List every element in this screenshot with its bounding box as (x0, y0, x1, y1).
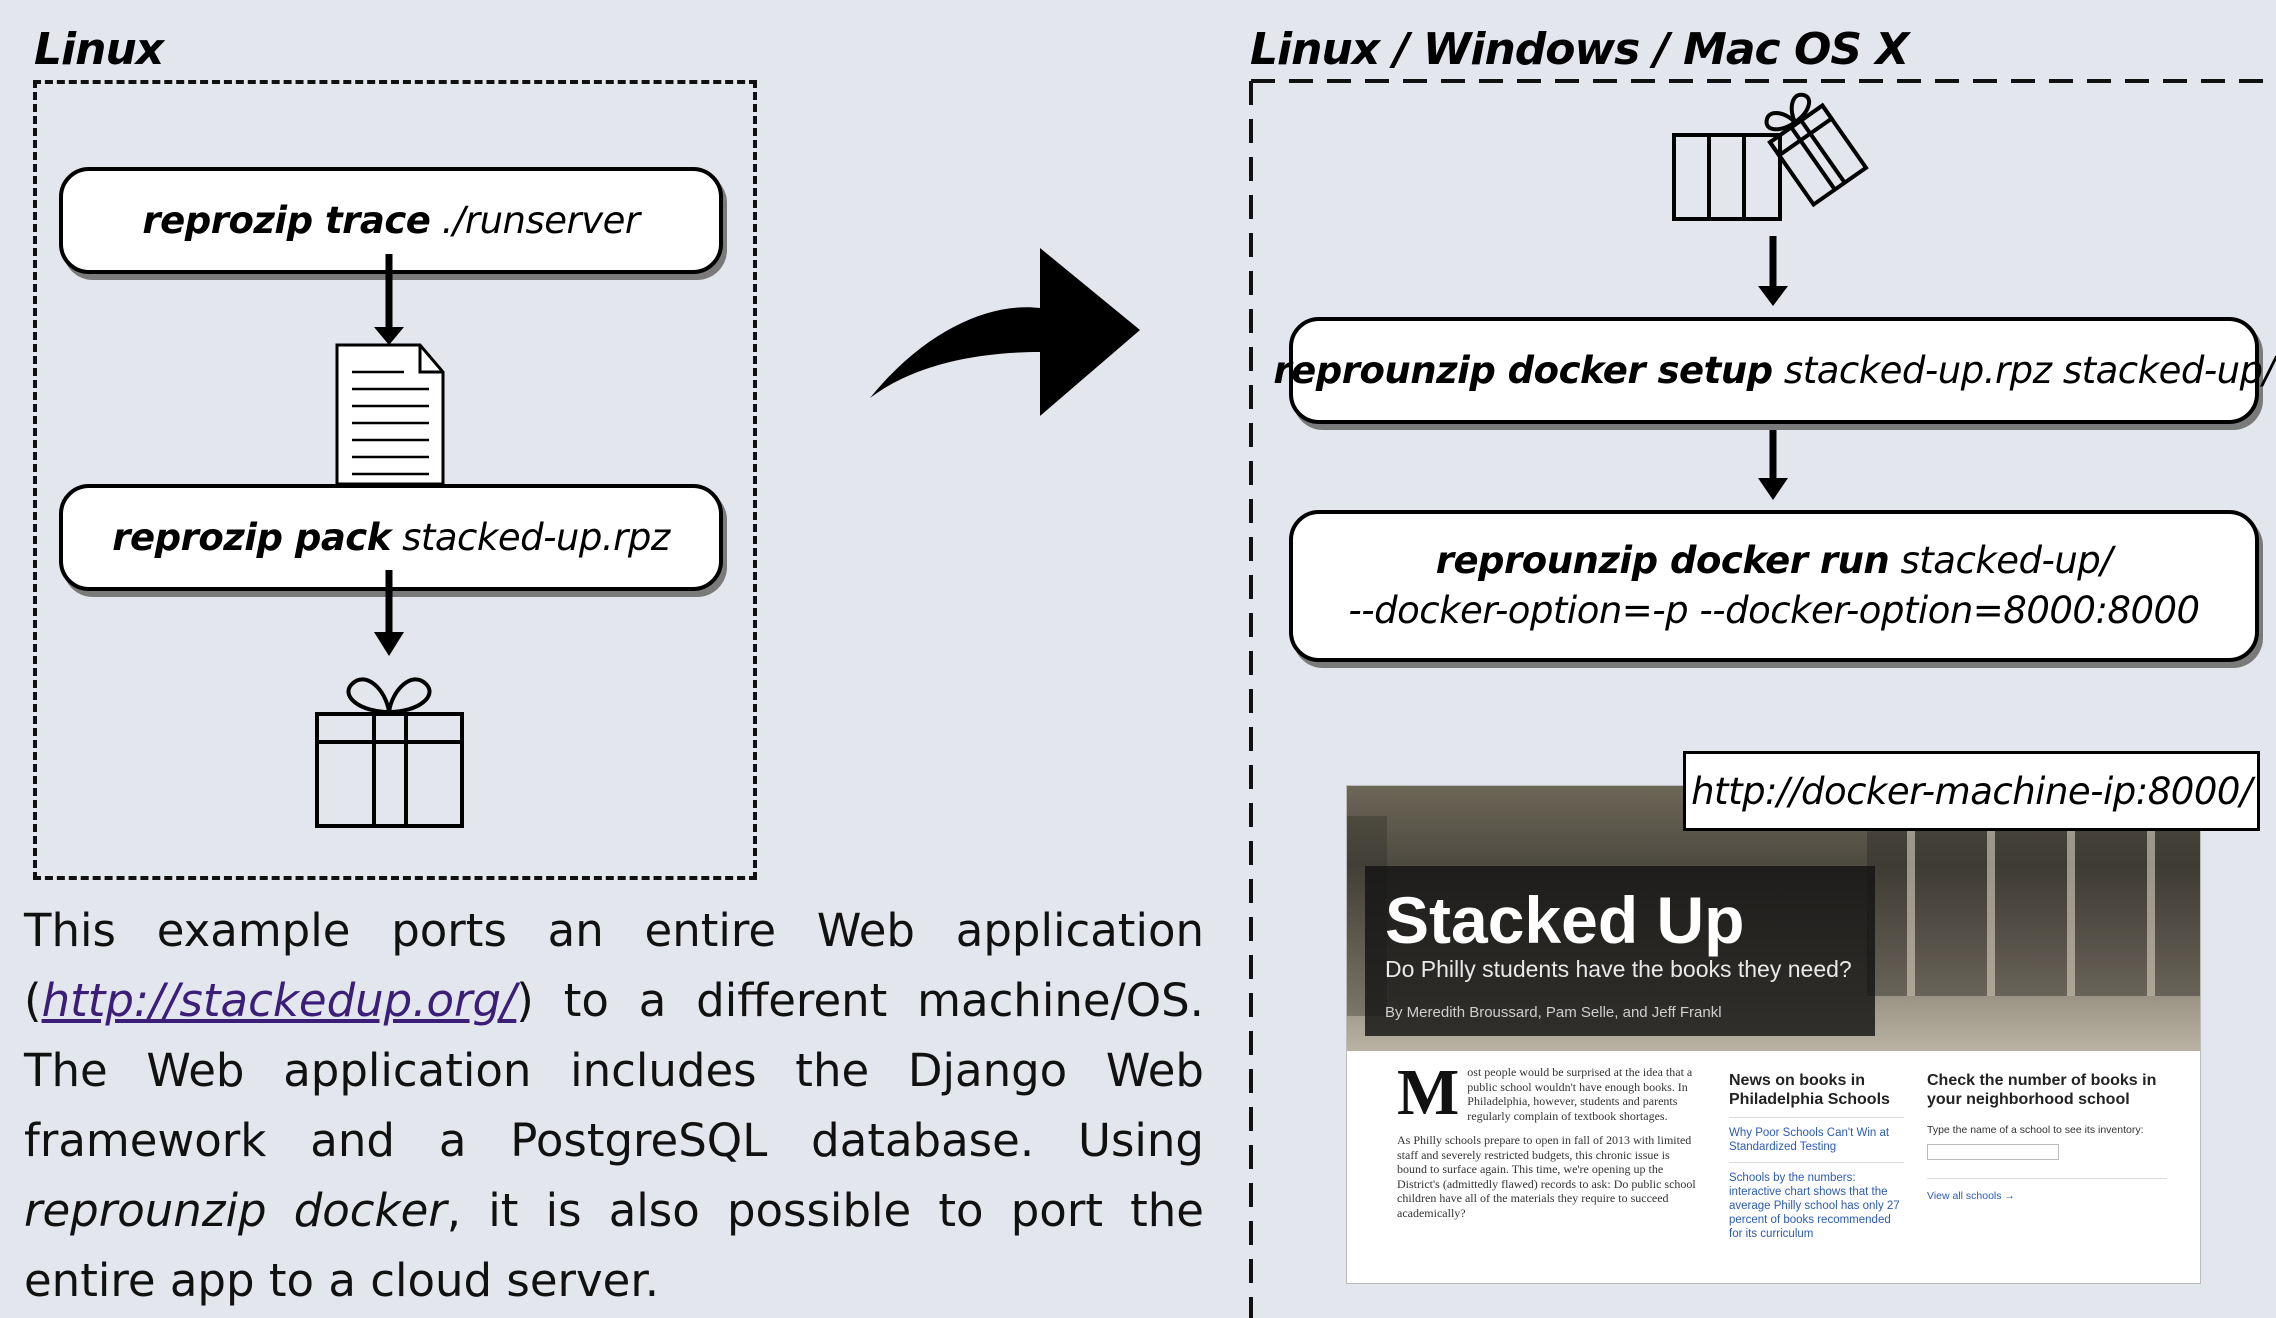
package-icon (1672, 92, 1869, 221)
gift-icon (315, 677, 464, 828)
news-link-1[interactable]: Why Poor Schools Can't Win at Standardiz… (1729, 1127, 1890, 1153)
check-column: Check the number of books in your neighb… (1927, 1071, 2167, 1203)
arrow-trace-to-file (374, 254, 404, 345)
stackedup-link[interactable]: http://stackedup.org/ (41, 974, 517, 1027)
trace-command-text: reprozip trace ./runserver (142, 198, 640, 242)
left-panel-title: Linux (34, 24, 164, 75)
check-label: Type the name of a school to see its inv… (1927, 1124, 2144, 1136)
article-dropcap: M (1397, 1056, 1460, 1129)
document-icon (335, 343, 445, 486)
pack-command-text: reprozip pack stacked-up.rpz (112, 515, 670, 559)
check-heading: Check the number of books in your neighb… (1927, 1072, 2157, 1108)
run-command-box: reprounzip docker run stacked-up/ --dock… (1289, 510, 2259, 662)
article-column: M ost people would be surprised at the i… (1397, 1056, 1697, 1220)
url-callout: http://docker-machine-ip:8000/ (1683, 751, 2260, 831)
arrow-pack-to-gift (374, 570, 404, 656)
right-panel-title: Linux / Windows / Mac OS X (1250, 24, 1909, 75)
right-panel-border (1249, 79, 2276, 1318)
view-all-schools-link[interactable]: View all schools → (1927, 1189, 2015, 1202)
hero-overlay (1365, 866, 1875, 1036)
site-subtitle: Do Philly students have the books they n… (1385, 956, 1852, 982)
news-column: News on books in Philadelphia Schools Wh… (1729, 1071, 1904, 1241)
arrow-package-to-setup (1758, 236, 1788, 306)
website-screenshot: Stacked Up Do Philly students have the b… (1347, 786, 2200, 1283)
setup-command-box: reprounzip docker setup stacked-up.rpz s… (1273, 317, 2275, 424)
reprounzip-docker-emphasis: reprounzip docker (24, 1184, 447, 1237)
news-heading: News on books in Philadelphia Schools (1729, 1072, 1890, 1108)
left-panel-border (33, 80, 757, 880)
school-search-input[interactable] (1927, 1143, 2059, 1160)
run-command-line1: reprounzip docker run stacked-up/ (1435, 539, 2113, 583)
setup-command-text: reprounzip docker setup stacked-up.rpz s… (1273, 348, 2275, 392)
site-body: M ost people would be surprised at the i… (1347, 1051, 2200, 1283)
news-link-2[interactable]: Schools by the numbers: interactive char… (1729, 1172, 1900, 1240)
article-para-2: As Philly schools prepare to open in fal… (1397, 1133, 1696, 1220)
site-title: Stacked Up (1385, 883, 1745, 957)
transfer-arrow-icon (870, 248, 1140, 416)
site-byline: By Meredith Broussard, Pam Selle, and Je… (1385, 1004, 1722, 1021)
run-command-line2: --docker-option=-p --docker-option=8000:… (1348, 589, 2200, 632)
article-para-1: ost people would be surprised at the ide… (1467, 1065, 1693, 1123)
description-paragraph: This example ports an entire Web applica… (24, 904, 1204, 1307)
